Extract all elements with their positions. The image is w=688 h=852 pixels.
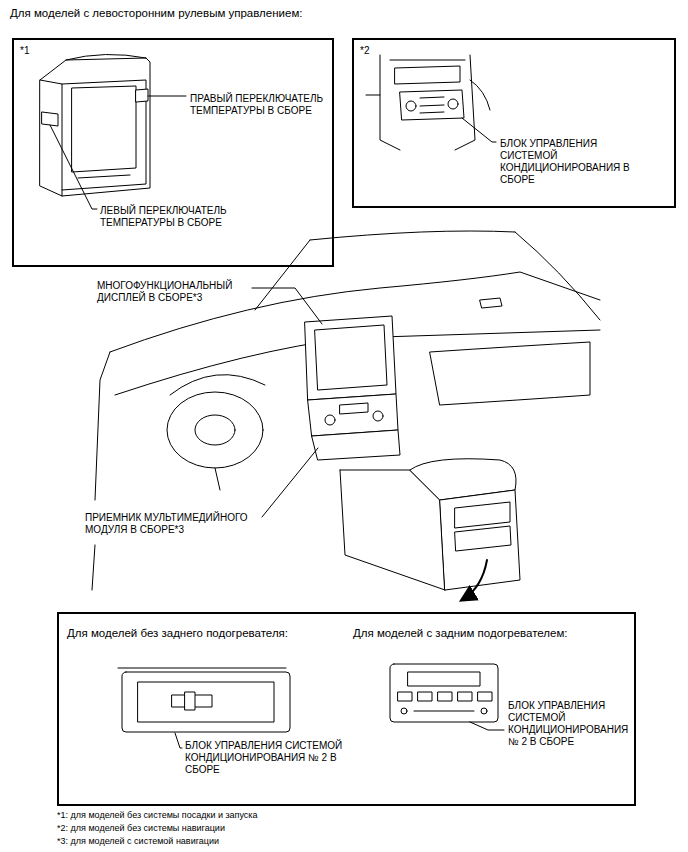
rear-panel-drawing — [118, 664, 504, 748]
right-switch — [136, 89, 148, 102]
left-switch — [42, 112, 58, 126]
part-label: БЛОК УПРАВЛЕНИЯ СИСТЕМОЙ КОНДИЦИОНИРОВАН… — [500, 138, 630, 186]
part-label: БЛОК УПРАВЛЕНИЯ СИСТЕМОЙ КОНДИЦИОНИРОВАН… — [185, 740, 360, 776]
panel-inner — [138, 682, 274, 722]
display — [305, 316, 396, 400]
display-unit-drawing — [40, 54, 186, 209]
rear-panel-heater — [390, 664, 498, 722]
panel-buttons — [398, 692, 492, 701]
panel-knob — [481, 708, 487, 714]
leader-line — [262, 448, 318, 517]
leader-line — [175, 733, 182, 748]
air-vent — [395, 66, 460, 84]
variant-heading: Для моделей без заднего подогревателя: — [67, 626, 347, 640]
knob — [373, 411, 383, 421]
steering-column — [215, 468, 220, 490]
ac-panel — [400, 90, 464, 120]
steering-hub — [195, 415, 235, 445]
pointer-arrow — [462, 560, 487, 600]
display-screen — [72, 86, 136, 172]
leader-line — [470, 722, 504, 730]
footnote: *1: для моделей без системы посадки и за… — [57, 810, 617, 821]
ac-panel-drawing — [366, 55, 496, 150]
knob — [325, 415, 335, 425]
door-edge — [92, 545, 95, 590]
inset-number: *1 — [20, 45, 50, 57]
page-title: Для моделей с левосторонним рулевым упра… — [10, 6, 610, 20]
part-label: МНОГОФУНКЦИОНАЛЬНЫЙ ДИСПЛЕЙ В СБОРЕ*3 — [97, 280, 262, 304]
part-label: ПРАВЫЙ ПЕРЕКЛЮЧАТЕЛЬ ТЕМПЕРАТУРЫ В СБОРЕ — [190, 93, 325, 117]
dashboard-drawing — [92, 231, 600, 600]
console-outline — [390, 60, 465, 61]
a-pillar — [255, 240, 310, 310]
console-outline — [380, 55, 400, 150]
panel-line — [414, 711, 474, 712]
glovebox — [430, 342, 590, 405]
knob — [448, 99, 458, 109]
windshield-top — [310, 231, 515, 240]
part-label: БЛОК УПРАВЛЕНИЯ СИСТЕМОЙ КОНДИЦИОНИРОВАН… — [508, 700, 630, 748]
leader-line — [148, 96, 186, 97]
display-hood — [66, 54, 146, 60]
display-bezel — [40, 58, 150, 196]
variant-heading: Для моделей с задним подогревателем: — [353, 626, 625, 640]
a-pillar — [515, 232, 600, 320]
slider-knob — [185, 692, 195, 710]
inset-number: *2 — [360, 45, 390, 57]
buttons — [420, 97, 444, 113]
door-edge — [95, 352, 110, 500]
display-side — [40, 80, 62, 196]
airbag-lamp — [480, 298, 502, 308]
panel-knob — [401, 708, 407, 714]
leader-line — [50, 125, 97, 209]
display-button-row — [78, 175, 130, 178]
part-label: ПРИЕМНИК МУЛЬТИМЕДИЙНОГО МОДУЛЯ В СБОРЕ*… — [85, 512, 270, 536]
part-label: ЛЕВЫЙ ПЕРЕКЛЮЧАТЕЛЬ ТЕМПЕРАТУРЫ В СБОРЕ — [100, 205, 250, 229]
leader-line — [462, 118, 496, 142]
rear-panel — [455, 502, 510, 528]
leader-line — [252, 288, 322, 324]
rear-panel — [455, 526, 511, 551]
display-screen — [315, 325, 387, 390]
stack-vent — [340, 403, 368, 414]
variant-box: Для моделей без заднего подогревателя: Дл… — [57, 612, 636, 806]
footnote: *3: для моделей с системой навигации — [57, 836, 617, 847]
footnote: *2: для моделей без системы навигации — [57, 823, 617, 834]
inset-box: *2БЛОК УПРАВЛЕНИЯ СИСТЕМОЙ КОНДИЦИОНИРОВ… — [352, 38, 676, 208]
panel-edge — [118, 668, 286, 669]
center-stack — [308, 394, 398, 436]
inset-box: *1ПРАВЫЙ ПЕРЕКЛЮЧАТЕЛЬ ТЕМПЕРАТУРЫ В СБО… — [12, 38, 334, 267]
panel-display — [408, 672, 480, 686]
steering-wheel — [167, 392, 263, 468]
rear-panel-plain — [122, 672, 290, 732]
knob — [406, 101, 416, 111]
multimedia-receiver — [312, 430, 400, 460]
console-rear — [440, 490, 520, 590]
